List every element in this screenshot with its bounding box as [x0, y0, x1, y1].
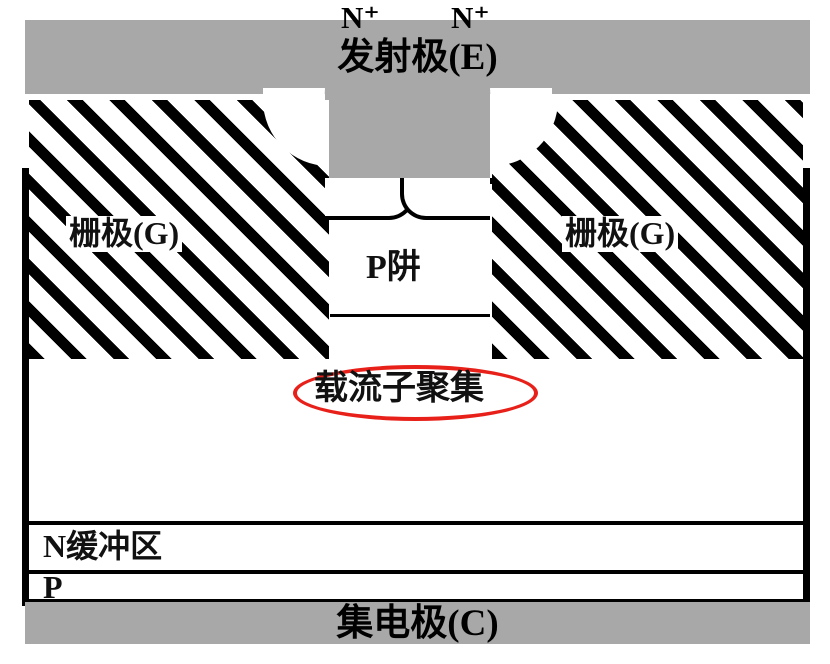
gate-region-right — [492, 100, 803, 359]
gate-label-left: 栅极(G) — [66, 216, 183, 252]
p-well-label: P阱 — [366, 249, 421, 286]
p-collector-top-boundary — [22, 570, 810, 574]
gate-notch-right — [492, 100, 558, 166]
emitter-contact-plug — [325, 90, 490, 185]
emitter-electrode: 发射极(E) — [25, 20, 810, 94]
collector-electrode: 集电极(C) — [25, 602, 810, 644]
p-collector-label: P — [43, 569, 63, 605]
n-buffer-top-boundary — [22, 521, 810, 525]
collector-electrode-label: 集电极(C) — [336, 602, 499, 644]
n-plus-label-left: N⁺ — [341, 0, 380, 35]
emitter-electrode-label: 发射极(E) — [337, 36, 498, 78]
n-buffer-label: N缓冲区 — [43, 528, 163, 564]
p-well-boundary-line — [330, 314, 490, 317]
gate-notch-left — [263, 100, 329, 166]
n-plus-region-right — [400, 178, 490, 220]
carrier-accumulation-ellipse — [293, 365, 538, 421]
carrier-accumulation-label: 载流子聚集 — [314, 370, 484, 407]
n-plus-label-right: N⁺ — [451, 0, 490, 35]
gate-label-right: 栅极(G) — [562, 216, 679, 252]
